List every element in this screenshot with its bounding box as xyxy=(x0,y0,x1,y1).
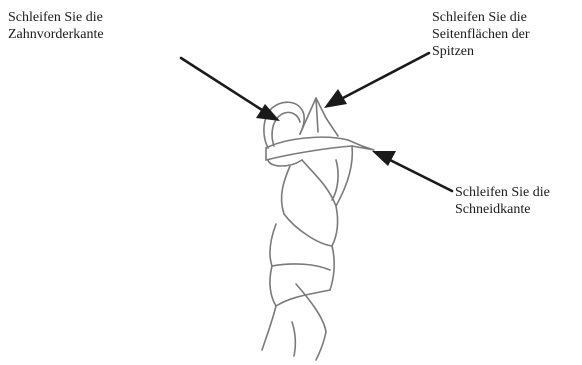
arrow-cutting-edge-head xyxy=(372,151,396,166)
callout-arrows xyxy=(181,53,452,191)
bit-collar-under xyxy=(268,160,302,166)
bit-twist-face-1b xyxy=(332,160,338,200)
bit-shank-left xyxy=(262,306,276,350)
bit-twist-face-1 xyxy=(302,160,336,206)
bit-twist-right-3 xyxy=(330,246,334,290)
bit-twist-left-2 xyxy=(270,224,276,266)
bit-twist-left-1 xyxy=(282,166,290,214)
arrow-tip-side-faces-head xyxy=(324,89,347,108)
bit-collar-top xyxy=(266,137,348,148)
arrow-tooth-front-edge-line xyxy=(181,58,262,110)
bit-twist-right-2 xyxy=(332,206,338,246)
bit-shank-mid xyxy=(292,322,295,356)
bit-shank-right xyxy=(316,332,326,360)
bit-twist-face-2b xyxy=(272,264,330,270)
auger-bit-drawing xyxy=(262,98,374,360)
arrow-tip-side-faces-line xyxy=(343,53,429,98)
bit-collar-bottom xyxy=(266,146,352,160)
arrow-cutting-edge-line xyxy=(390,160,452,191)
bit-twist-face-2 xyxy=(284,214,332,246)
bit-twist-left-3 xyxy=(270,266,276,306)
arrow-tooth-front-edge-head xyxy=(256,104,280,121)
